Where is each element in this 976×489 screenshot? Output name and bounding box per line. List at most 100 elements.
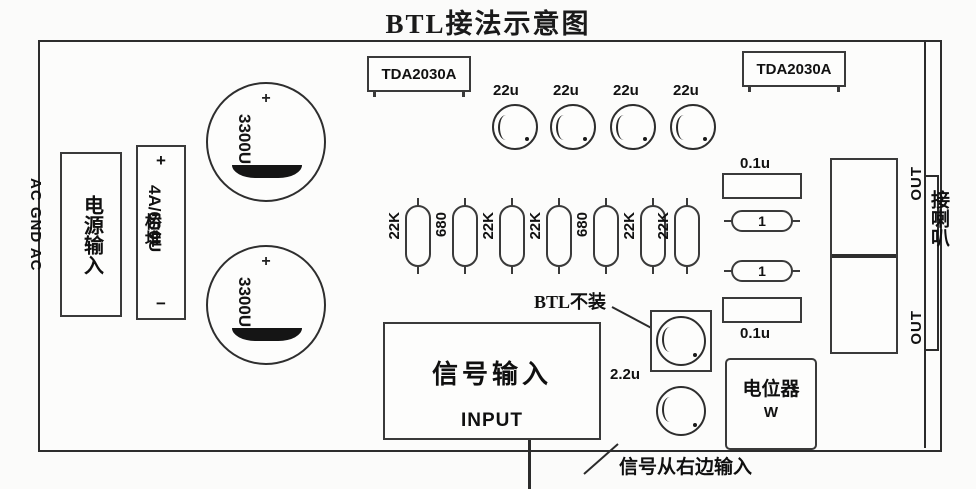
speaker-connect-label: 接喇叭 <box>927 190 949 247</box>
resistor-4-label: 22K <box>527 212 544 240</box>
one-ohm-1-label: 1 <box>758 213 766 229</box>
resistor-4 <box>546 198 572 274</box>
resistor-2-lead-top <box>464 198 466 207</box>
coupling-cap-2-arc <box>662 397 675 422</box>
page-title: BTL接法示意图 <box>385 9 591 39</box>
cap-22u-4-label: 22u <box>673 82 699 99</box>
cap-22u-4 <box>670 104 716 150</box>
potentiometer-symbol: W <box>763 404 779 421</box>
resistor-3-label: 22K <box>480 212 497 240</box>
film-cap-1 <box>722 173 802 199</box>
resistor-3-lead-top <box>511 198 513 207</box>
speaker-output-terminal <box>830 158 898 354</box>
cap-22u-4-arc <box>676 115 689 140</box>
chip-left-legs <box>373 92 465 97</box>
resistor-4-lead-top <box>558 198 560 207</box>
resistor-3 <box>499 198 525 274</box>
one-ohm-resistor-2: 1 <box>724 260 800 282</box>
cap2-value-label: 3300U <box>235 277 254 328</box>
resistor-1-lead-bottom <box>417 265 419 274</box>
electrolytic-capacitor-2: + 3300U <box>206 245 326 365</box>
one-ohm-2-label: 1 <box>758 263 766 279</box>
coupling-capacitor-2 <box>656 386 706 436</box>
signal-input-label-cn: 信号输入 <box>431 360 552 389</box>
cap-22u-1-label: 22u <box>493 82 519 99</box>
chip-tda2030a-left: TDA2030A <box>367 56 471 97</box>
chip-tda2030a-right: TDA2030A <box>742 51 846 92</box>
signal-input-label-en: INPUT <box>461 410 523 431</box>
cap-22u-3 <box>610 104 656 150</box>
cap-22u-1 <box>492 104 538 150</box>
one-ohm-2-lead-right <box>791 270 800 272</box>
film-cap-2 <box>722 297 802 323</box>
bridge-minus-marker: − <box>156 294 166 313</box>
resistor-1 <box>405 198 431 274</box>
cap-22u-1-dot <box>525 137 529 141</box>
cap-22u-2-label: 22u <box>553 82 579 99</box>
cap2-polarity-band <box>232 328 302 341</box>
resistor-1-label: 22K <box>386 212 403 240</box>
cap1-polarity-band <box>232 165 302 178</box>
input-lead-line <box>528 440 531 489</box>
chip-right-label: TDA2030A <box>742 51 846 87</box>
film-cap-1-label: 0.1u <box>740 155 771 172</box>
resistor-5-label: 680 <box>574 212 591 238</box>
btl-not-installed-note: BTL不装 <box>534 292 607 312</box>
bridge-rectifier: + 4A/600U 桥堆 − <box>136 145 186 320</box>
resistor-7-lead-bottom <box>686 265 688 274</box>
cap-22u-2 <box>550 104 596 150</box>
resistor-6-label: 22K <box>621 212 638 240</box>
cap-22u-3-label: 22u <box>613 82 639 99</box>
potentiometer-label: 电位器 <box>742 379 800 400</box>
cap2-plus-marker: + <box>261 253 271 270</box>
cap-22u-1-arc <box>498 115 511 140</box>
coupling-capacitor-1 <box>656 316 706 366</box>
potentiometer-block: 电位器 W <box>725 358 817 450</box>
one-ohm-1-lead-left <box>724 220 733 222</box>
resistor-1-lead-top <box>417 198 419 207</box>
cap-22u-3-dot <box>643 137 647 141</box>
resistor-7-label: 22K <box>655 212 672 240</box>
cap-22u-4-dot <box>703 137 707 141</box>
coupling-cap-value-label: 2.2u <box>610 366 641 383</box>
resistor-5-lead-bottom <box>605 265 607 274</box>
resistor-6 <box>640 198 666 274</box>
coupling-cap-2-dot <box>693 423 697 427</box>
speaker-bracket <box>924 175 939 351</box>
electrolytic-capacitor-1: + 3300U <box>206 82 326 202</box>
resistor-3-lead-bottom <box>511 265 513 274</box>
bridge-name-label: 桥堆 <box>141 213 161 247</box>
resistor-7-lead-top <box>686 198 688 207</box>
right-rail-line <box>924 40 926 448</box>
coupling-cap-1-arc <box>662 327 675 352</box>
cap-22u-2-dot <box>583 137 587 141</box>
signal-from-right-note: 信号从右边输入 <box>619 457 753 478</box>
resistor-7 <box>674 198 700 274</box>
bottom-note-leader <box>583 443 619 475</box>
resistor-2 <box>452 198 478 274</box>
bridge-plus-marker: + <box>156 151 166 170</box>
resistor-2-label: 680 <box>433 212 450 238</box>
cap-22u-2-arc <box>556 115 569 140</box>
resistor-6-lead-bottom <box>652 265 654 274</box>
one-ohm-1-lead-right <box>791 220 800 222</box>
signal-input-block: 信号输入 INPUT <box>383 322 601 440</box>
coupling-cap-1-dot <box>693 353 697 357</box>
resistor-4-lead-bottom <box>558 265 560 274</box>
power-input-label: 电源输入 <box>80 194 103 275</box>
power-input-connector: 电源输入 <box>60 152 122 317</box>
film-cap-2-label: 0.1u <box>740 325 771 342</box>
cap-22u-3-arc <box>616 115 629 140</box>
resistor-5 <box>593 198 619 274</box>
one-ohm-2-lead-left <box>724 270 733 272</box>
chip-left-label: TDA2030A <box>367 56 471 92</box>
chip-right-legs <box>748 87 840 92</box>
one-ohm-resistor-1: 1 <box>724 210 800 232</box>
cap1-value-label: 3300U <box>235 114 254 165</box>
ac-terminal-label: AC GND AC <box>27 178 44 272</box>
resistor-5-lead-top <box>605 198 607 207</box>
cap1-plus-marker: + <box>261 90 271 107</box>
output-terminal-divider <box>832 254 896 258</box>
resistor-6-lead-top <box>652 198 654 207</box>
